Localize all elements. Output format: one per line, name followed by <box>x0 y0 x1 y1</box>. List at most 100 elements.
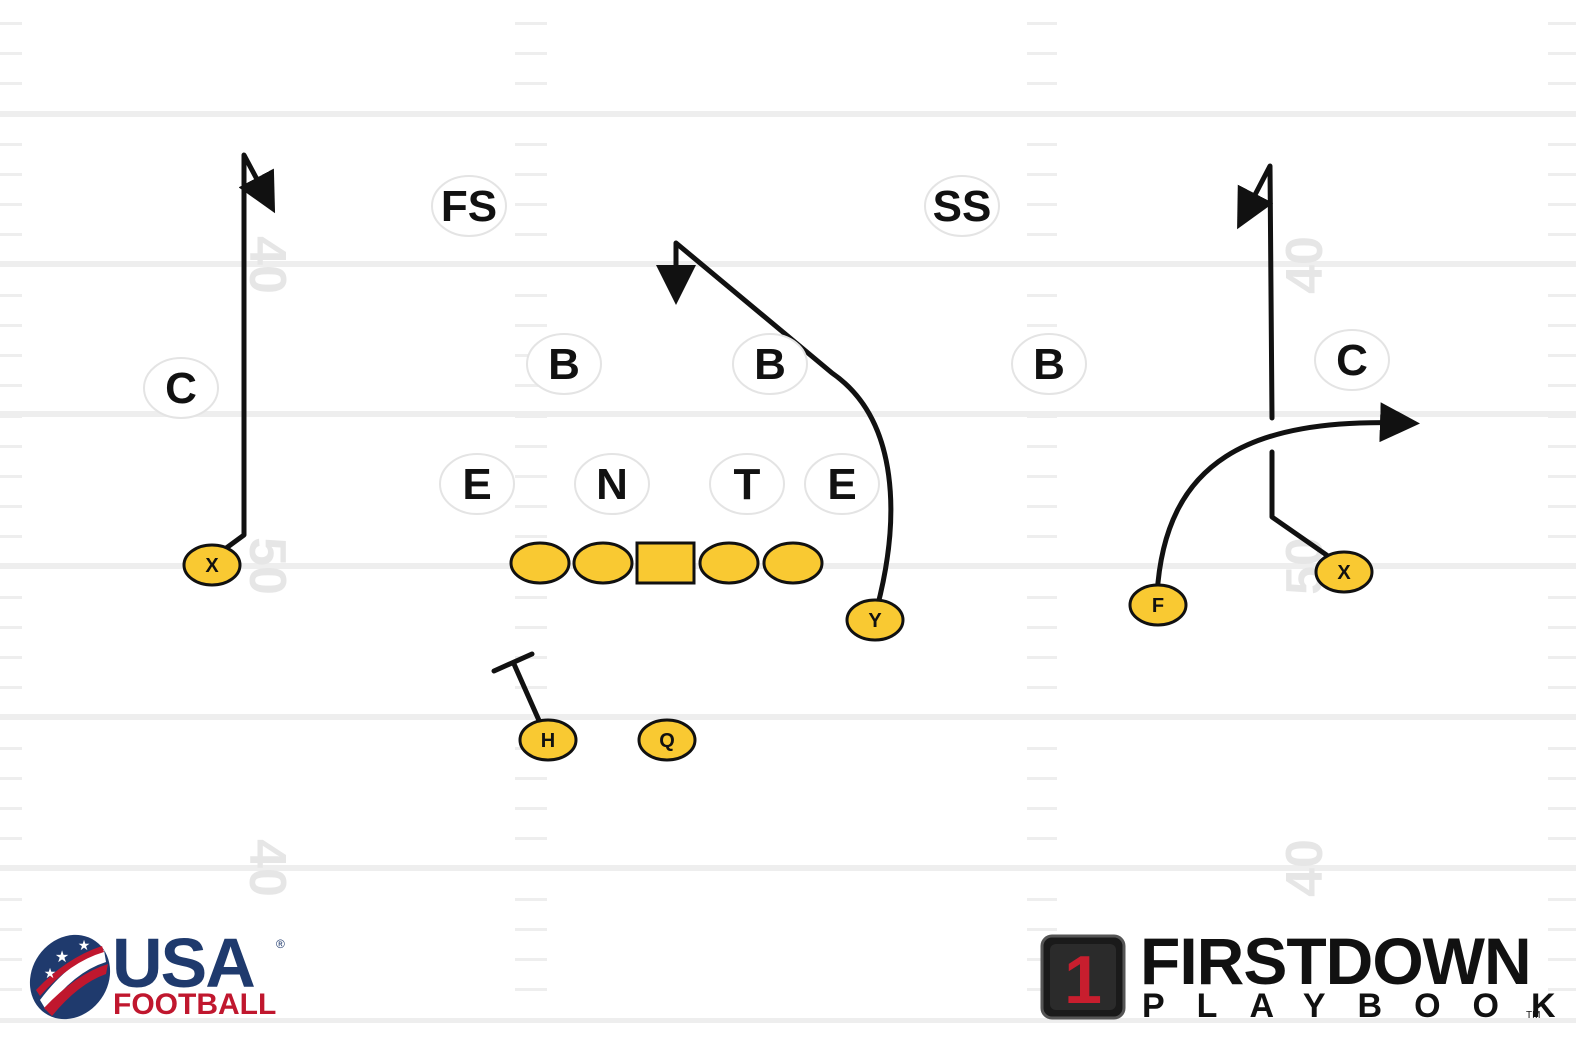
hash-mark <box>1027 1019 1057 1022</box>
hash-mark <box>515 928 547 931</box>
hash-mark <box>0 173 22 176</box>
hash-mark <box>1548 113 1576 116</box>
hash-mark <box>515 324 547 327</box>
hash-mark <box>0 747 22 750</box>
player-h-label: H <box>541 730 555 752</box>
defender-ss-label: SS <box>933 182 992 231</box>
hash-mark <box>0 898 22 901</box>
hash-mark <box>1027 264 1057 267</box>
hash-mark <box>1548 777 1576 780</box>
hash-mark <box>0 1019 22 1022</box>
playbook-logo-text: PLAYBOOK <box>1142 987 1576 1025</box>
hash-mark <box>0 294 22 297</box>
hash-mark <box>515 596 547 599</box>
hash-mark <box>515 626 547 629</box>
hash-mark <box>0 596 22 599</box>
hash-mark <box>0 264 22 267</box>
hash-mark <box>0 988 22 991</box>
defender-c-left-label: C <box>165 364 197 413</box>
hash-mark <box>1548 354 1576 357</box>
hash-mark <box>1027 233 1057 236</box>
hash-mark <box>1548 566 1576 569</box>
player-y-label: Y <box>868 610 882 632</box>
hash-mark <box>1027 777 1057 780</box>
defender-b-1: B <box>526 333 602 395</box>
hash-marks <box>0 22 1576 1022</box>
hash-mark <box>1548 656 1576 659</box>
defender-e-left: E <box>439 453 515 515</box>
hash-mark <box>515 717 547 720</box>
hash-mark <box>0 203 22 206</box>
route-x-right-top <box>1237 163 1275 421</box>
hash-mark <box>1027 928 1057 931</box>
hash-mark <box>0 535 22 538</box>
routes <box>211 152 1420 728</box>
hash-mark <box>1548 233 1576 236</box>
player-y: Y <box>845 598 905 642</box>
hash-mark <box>515 656 547 659</box>
hash-mark <box>1548 988 1576 991</box>
hash-mark <box>515 203 547 206</box>
hash-mark <box>515 294 547 297</box>
hash-mark <box>1027 445 1057 448</box>
defender-t-label: T <box>734 460 761 509</box>
hash-mark <box>1027 22 1057 25</box>
hash-mark <box>0 807 22 810</box>
defense-players: FS SS C C B B B E <box>143 175 1390 515</box>
hash-mark <box>0 52 22 55</box>
player-x-left: X <box>182 543 242 587</box>
lineman-lt <box>509 541 571 585</box>
hash-mark <box>1548 52 1576 55</box>
defender-e-left-label: E <box>462 460 491 509</box>
hash-mark <box>1027 868 1057 871</box>
player-f: F <box>1128 583 1188 627</box>
defender-b-2: B <box>732 333 808 395</box>
hash-mark <box>1027 173 1057 176</box>
player-q-label: Q <box>659 730 675 752</box>
defender-b-1-label: B <box>548 340 580 389</box>
firstdown-playbook-logo: 1 FIRSTDOWN PLAYBOOK TM <box>1040 924 1576 1025</box>
hash-mark <box>515 82 547 85</box>
hash-mark <box>1027 837 1057 840</box>
hash-mark <box>1548 868 1576 871</box>
yard-number-left-50: 50 <box>238 537 296 595</box>
hash-mark <box>1027 747 1057 750</box>
yard-number-right-40b: 40 <box>1276 839 1334 897</box>
hash-mark <box>1548 747 1576 750</box>
defender-n: N <box>574 453 650 515</box>
player-x-right: X <box>1314 550 1374 594</box>
player-x-left-label: X <box>205 555 219 577</box>
hash-mark <box>515 233 547 236</box>
hash-mark <box>1027 807 1057 810</box>
hash-mark <box>515 505 547 508</box>
hash-mark <box>1027 294 1057 297</box>
firstdown-badge-number: 1 <box>1064 942 1102 1018</box>
hash-mark <box>515 384 547 387</box>
hash-mark <box>1548 1019 1576 1022</box>
hash-mark <box>0 505 22 508</box>
route-f <box>1154 402 1420 598</box>
hash-mark <box>515 988 547 991</box>
hash-mark <box>0 777 22 780</box>
yard-number-right-40: 40 <box>1276 236 1334 294</box>
hash-mark <box>1548 22 1576 25</box>
hash-mark <box>0 686 22 689</box>
hash-mark <box>0 928 22 931</box>
hash-mark <box>1548 686 1576 689</box>
player-f-label: F <box>1152 595 1164 617</box>
hash-mark <box>0 475 22 478</box>
defender-e-right-label: E <box>827 460 856 509</box>
defender-b-3: B <box>1011 333 1087 395</box>
hash-mark <box>0 626 22 629</box>
hash-mark <box>1027 596 1057 599</box>
hash-mark <box>515 475 547 478</box>
hash-mark <box>515 837 547 840</box>
hash-mark <box>0 656 22 659</box>
hash-mark <box>515 113 547 116</box>
hash-mark <box>1027 656 1057 659</box>
hash-mark <box>0 82 22 85</box>
hash-mark <box>1548 626 1576 629</box>
hash-mark <box>0 113 22 116</box>
lineman-rt <box>762 541 824 585</box>
